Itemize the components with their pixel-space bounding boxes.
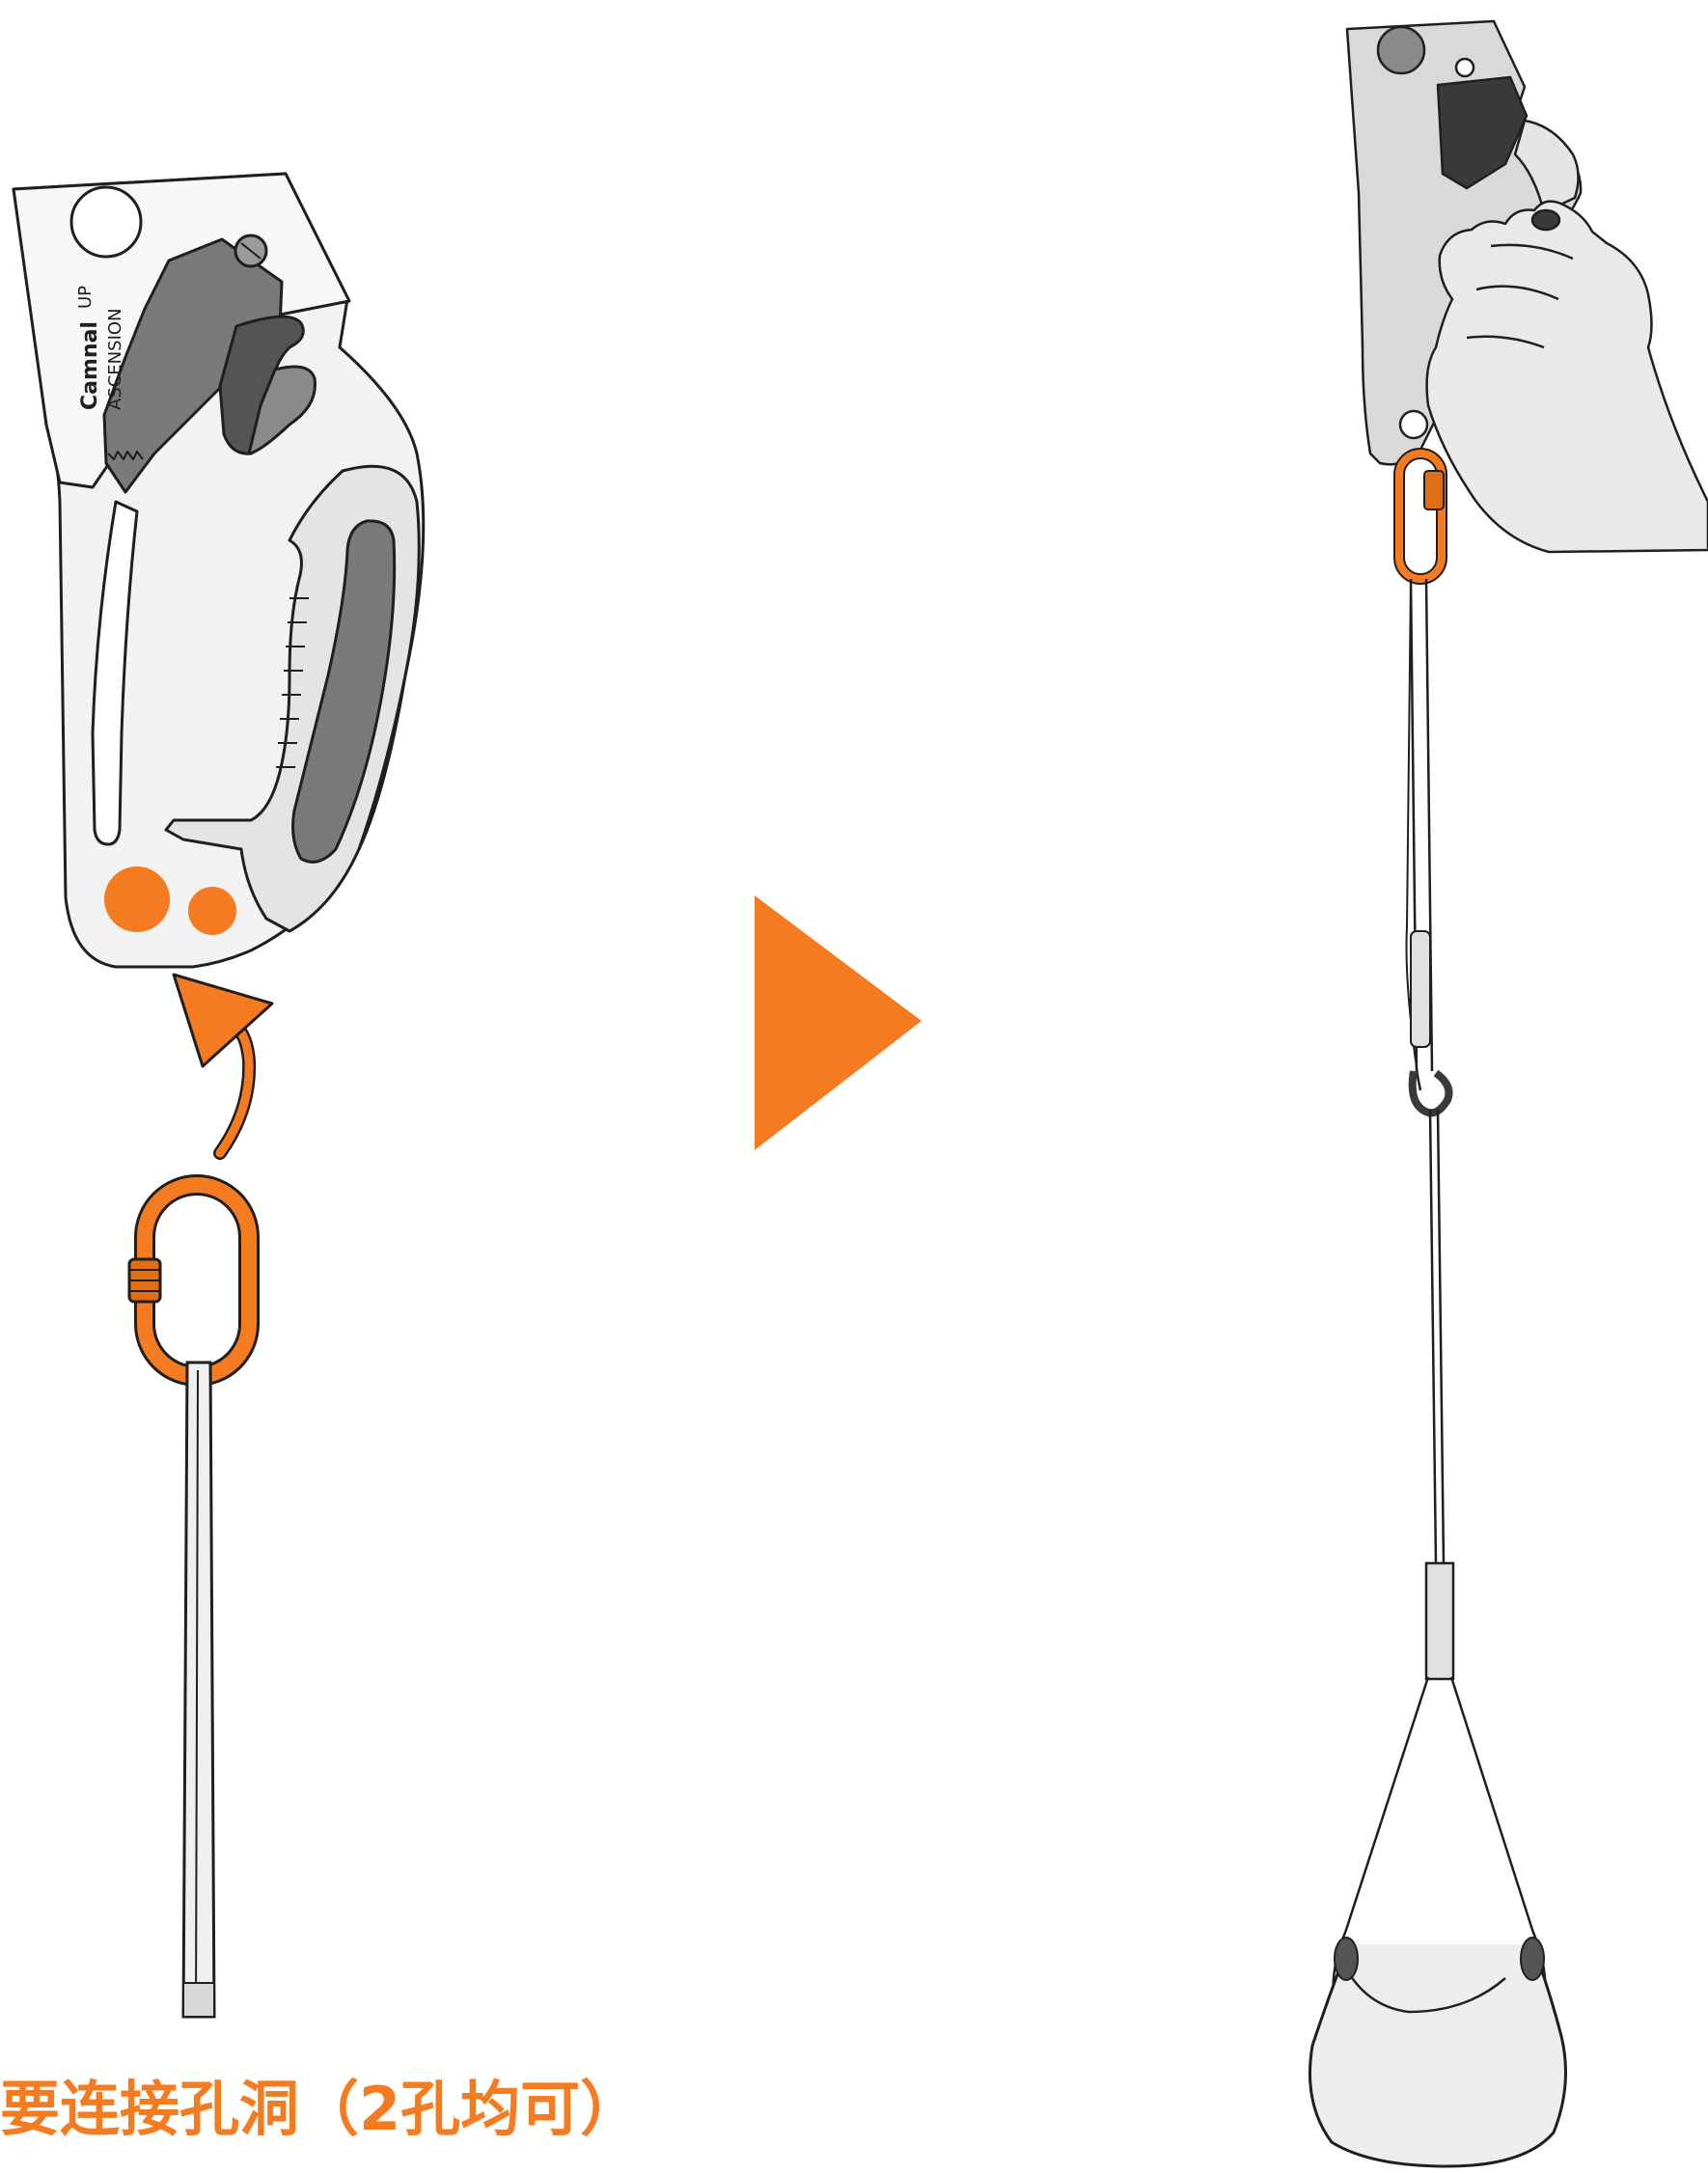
instruction-caption: 要连接孔洞（2孔均可） [0,2079,640,2139]
play-triangle-icon [755,895,922,1150]
device-model-label: ASCENSION [105,308,125,410]
foot-loop-sling-left [183,1362,214,2017]
foot-loop-sling-right [1310,579,1566,2166]
hand-gripping-handle [1427,202,1708,552]
attachment-hole-small [188,887,236,935]
housing-hole [71,187,141,257]
attachment-hole-right-1 [1400,411,1427,438]
quick-link-right [1399,454,1444,579]
attachment-hole-large [104,867,170,932]
device-brand-label: Camnal [78,321,102,410]
curved-arrow-up-icon [174,975,272,1153]
device-up-label: UP [75,286,96,309]
quick-link-carabiner [129,1185,249,1376]
